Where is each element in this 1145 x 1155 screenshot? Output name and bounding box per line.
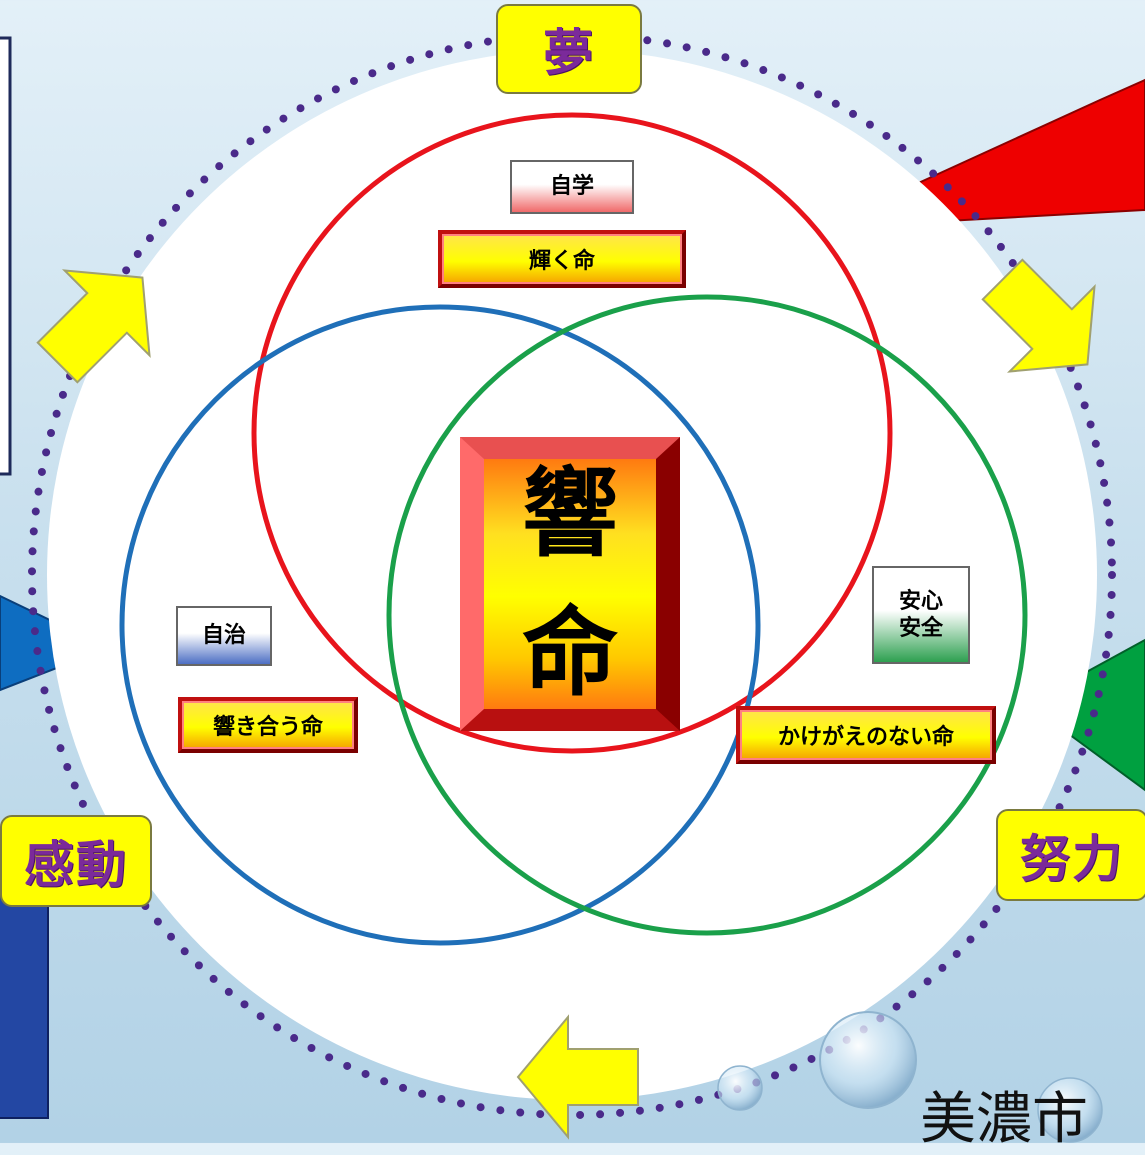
- center-kyomei-block: 響 命: [460, 437, 680, 731]
- blue-circle: [119, 304, 761, 946]
- theme-jichi: 自治: [176, 606, 272, 666]
- theme-anzen-line: 安全: [898, 616, 943, 641]
- dotted-ring: [28, 31, 1116, 1119]
- theme-jigaku: 自学: [510, 160, 634, 214]
- bubble-small: [717, 1065, 763, 1111]
- arrow-upper-left: [36, 269, 151, 384]
- red-circle: [251, 112, 893, 754]
- left-bottom-panel: [0, 887, 49, 1119]
- value-doryoku: 努力: [996, 809, 1145, 901]
- bubble-medium: [1037, 1077, 1103, 1143]
- bubble-large: [819, 1011, 917, 1109]
- value-kando: 感動: [0, 815, 152, 907]
- city-name: 美濃市: [920, 1087, 1088, 1152]
- banner-hibikiau-inochi: 響き合う命: [178, 697, 358, 753]
- left-side-box: [0, 36, 12, 476]
- center-char-inochi: 命: [522, 597, 618, 709]
- arrow-right: [981, 258, 1096, 373]
- theme-anshin-anzen: 安心 安全: [872, 566, 970, 664]
- arrow-bottom: [516, 1014, 639, 1140]
- center-char-hibiki: 響: [522, 457, 618, 570]
- banner-kakegae-no-nai-inochi: かけがえのない命: [736, 706, 996, 764]
- value-yume: 夢: [496, 4, 642, 94]
- theme-anshin-line: 安心: [898, 588, 943, 614]
- banner-kagayaku-inochi: 輝く命: [438, 230, 686, 288]
- green-circle: [386, 294, 1028, 936]
